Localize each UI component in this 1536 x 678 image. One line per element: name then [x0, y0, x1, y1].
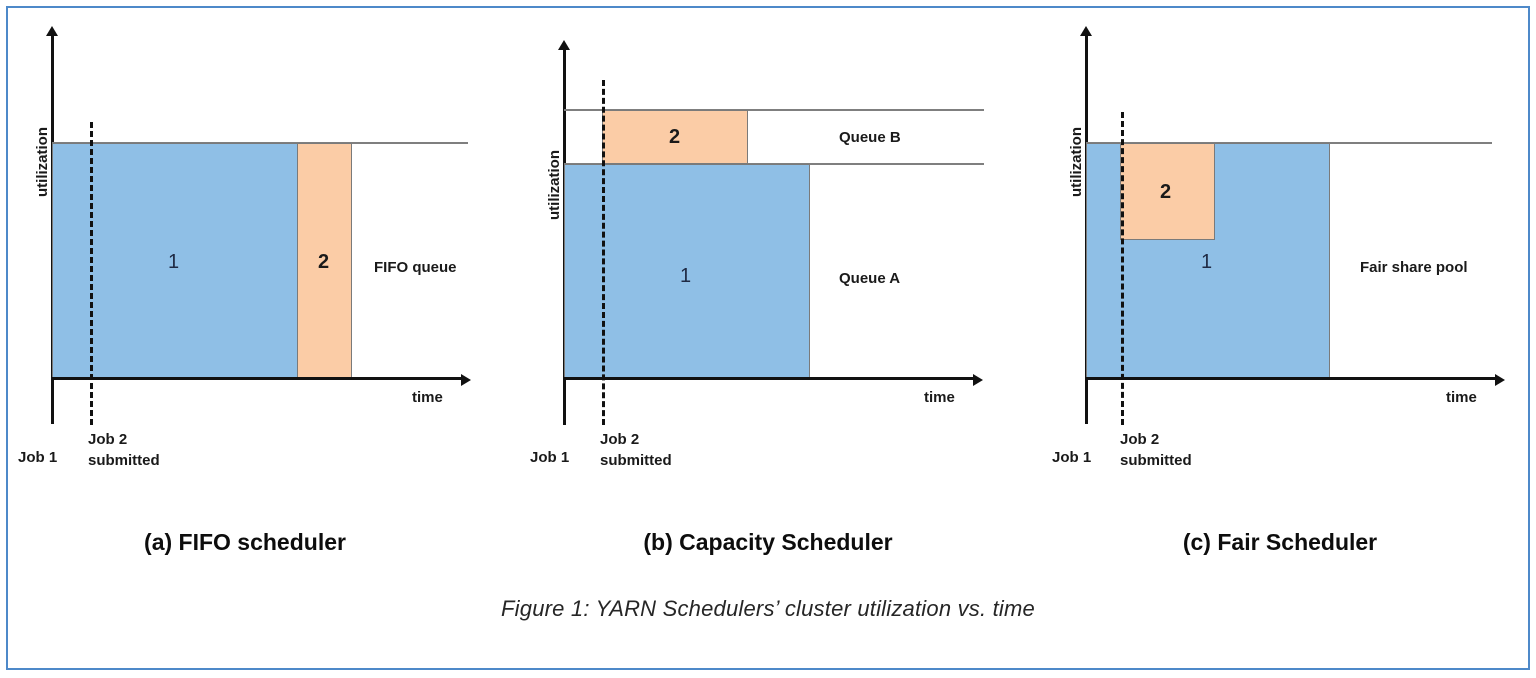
y-axis-arrow-icon [558, 40, 570, 50]
x-axis-label: time [924, 389, 955, 406]
panel-caption-a: (a) FIFO scheduler [144, 529, 346, 555]
job1-block-label: 1 [168, 251, 180, 273]
panel-caption-b: (b) Capacity Scheduler [643, 529, 893, 555]
region-label-queue-a: Queue A [839, 270, 901, 287]
region-label-fifo-queue: FIFO queue [374, 259, 457, 276]
job2-block-label: 2 [318, 251, 330, 273]
job2-submitted-marker [90, 122, 93, 425]
job2-marker-label-line2: submitted [600, 452, 672, 469]
job1-block-label: 1 [680, 265, 692, 287]
panel-fair-scheduler: utilization 2 1 Fair share pool time Job… [1024, 0, 1536, 555]
y-axis-label: utilization [546, 150, 563, 220]
y-axis-label: utilization [1068, 127, 1085, 197]
y-axis-arrow-icon [46, 26, 58, 36]
x-axis-arrow-icon [973, 374, 983, 386]
job2-marker-label-line2: submitted [1120, 452, 1192, 469]
panel-fifo-scheduler: utilization 1 2 FIFO queue time Job 1 Jo… [0, 0, 512, 555]
job2-marker-label-line1: Job 2 [88, 431, 128, 448]
job2-submitted-marker [1121, 112, 1124, 425]
job2-block-label: 2 [669, 126, 681, 148]
x-axis-line [563, 377, 974, 380]
job2-block [602, 110, 748, 164]
capacity-line-queue-b [564, 109, 984, 111]
x-axis-label: time [412, 389, 443, 406]
x-axis-line [51, 377, 462, 380]
job2-marker-label-line1: Job 2 [1120, 431, 1160, 448]
job1-marker-label: Job 1 [1052, 449, 1092, 466]
x-axis-arrow-icon [1495, 374, 1505, 386]
job1-marker-label: Job 1 [530, 449, 570, 466]
y-axis-arrow-icon [1080, 26, 1092, 36]
y-axis-label: utilization [34, 127, 51, 197]
panel-caption-c: (c) Fair Scheduler [1182, 529, 1378, 555]
x-axis-line [1085, 377, 1496, 380]
panel-capacity-scheduler: utilization 2 1 Queue B Queue A time Job… [512, 0, 1024, 555]
job1-block [564, 164, 810, 378]
region-label-queue-b: Queue B [839, 129, 901, 146]
job2-block [1120, 143, 1215, 240]
job2-block [297, 143, 352, 379]
figure-caption: Figure 1: YARN Schedulers’ cluster utili… [501, 596, 1035, 621]
x-axis-arrow-icon [461, 374, 471, 386]
job1-block-label: 1 [1201, 251, 1213, 273]
region-label-fair-share-pool: Fair share pool [1360, 259, 1468, 276]
job2-marker-label-line1: Job 2 [600, 431, 640, 448]
job2-block-label: 2 [1160, 181, 1172, 203]
x-axis-label: time [1446, 389, 1477, 406]
job1-block [52, 143, 298, 379]
job1-marker-label: Job 1 [18, 449, 58, 466]
job2-submitted-marker [602, 80, 605, 425]
job2-marker-label-line2: submitted [88, 452, 160, 469]
